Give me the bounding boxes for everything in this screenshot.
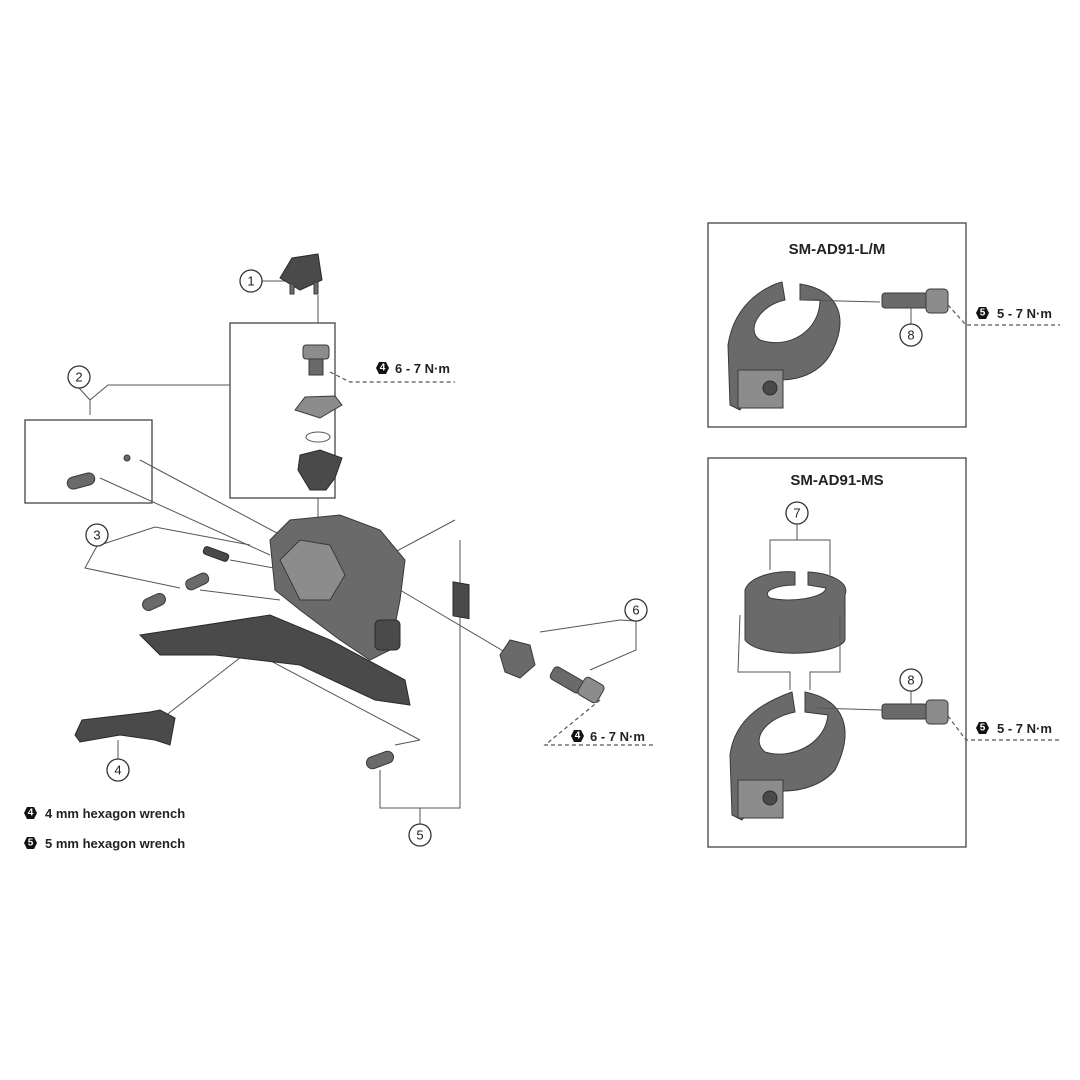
adapter-ms-panel: SM-AD91-MS: [707, 457, 1060, 848]
svg-text:5: 5: [980, 723, 986, 734]
part-outer-link-cover: [74, 709, 176, 746]
svg-text:5 - 7 N·m: 5 - 7 N·m: [997, 721, 1052, 736]
callout-3: 3: [85, 523, 109, 547]
torque-label-adapter-ms: 5 5 - 7 N·m: [976, 721, 1052, 736]
callout-8-lm: 8: [899, 323, 923, 347]
callout-1: 1: [239, 269, 263, 293]
svg-text:8: 8: [907, 673, 914, 688]
part-bolt-lower: [549, 666, 605, 704]
callout-8-ms: 8: [899, 668, 923, 692]
svg-text:2: 2: [75, 370, 82, 385]
legend: 4 4 mm hexagon wrench 5 5 mm hexagon wre…: [24, 806, 185, 851]
svg-text:4: 4: [28, 808, 34, 819]
part-washer: [294, 395, 343, 419]
legend-item-5mm: 5 5 mm hexagon wrench: [24, 836, 185, 851]
svg-text:SM-AD91-MS: SM-AD91-MS: [790, 472, 883, 489]
callout-6: 6: [624, 598, 648, 622]
svg-text:5 - 7 N·m: 5 - 7 N·m: [997, 306, 1052, 321]
legend-item-4mm: 4 4 mm hexagon wrench: [24, 806, 185, 821]
part-nut: [297, 449, 343, 491]
callout-5: 5: [408, 823, 432, 847]
part-adjust-nut: [499, 639, 536, 679]
part-cap: [279, 253, 323, 295]
svg-text:5: 5: [980, 308, 986, 319]
svg-text:5 mm hexagon wrench: 5 mm hexagon wrench: [45, 836, 185, 851]
svg-text:4 mm hexagon wrench: 4 mm hexagon wrench: [45, 806, 185, 821]
svg-text:1: 1: [247, 274, 254, 289]
svg-text:6 - 7 N·m: 6 - 7 N·m: [590, 729, 645, 744]
svg-text:6 - 7 N·m: 6 - 7 N·m: [395, 361, 450, 376]
part-plate: [452, 581, 470, 620]
svg-text:5: 5: [28, 838, 34, 849]
callout-4: 4: [106, 758, 130, 782]
svg-text:3: 3: [93, 528, 100, 543]
svg-text:6: 6: [632, 603, 639, 618]
svg-text:7: 7: [793, 506, 800, 521]
svg-text:4: 4: [380, 363, 386, 374]
svg-text:4: 4: [575, 731, 581, 742]
part-rollers: [142, 546, 230, 612]
svg-text:4: 4: [114, 763, 121, 778]
part-pin: [66, 454, 131, 490]
adapter-lm-panel: SM-AD91-L/M: [707, 222, 1060, 428]
svg-text:8: 8: [907, 328, 914, 343]
callout-7: 7: [785, 501, 809, 525]
part-front-derailleur-body: [138, 514, 411, 706]
torque-label-upper: 4 6 - 7 N·m: [376, 361, 450, 376]
part-group-2-box-left: [24, 419, 153, 504]
svg-text:SM-AD91-L/M: SM-AD91-L/M: [789, 241, 886, 258]
part-group-2-box-right: [229, 322, 336, 499]
part-o-ring: [305, 431, 331, 443]
svg-text:5: 5: [416, 828, 423, 843]
part-bolt-upper: [302, 344, 330, 376]
part-pin-lower: [365, 750, 395, 770]
callout-2: 2: [67, 365, 91, 389]
torque-label-adapter-lm: 5 5 - 7 N·m: [976, 306, 1052, 321]
torque-label-lower: 4 6 - 7 N·m: [571, 729, 645, 744]
